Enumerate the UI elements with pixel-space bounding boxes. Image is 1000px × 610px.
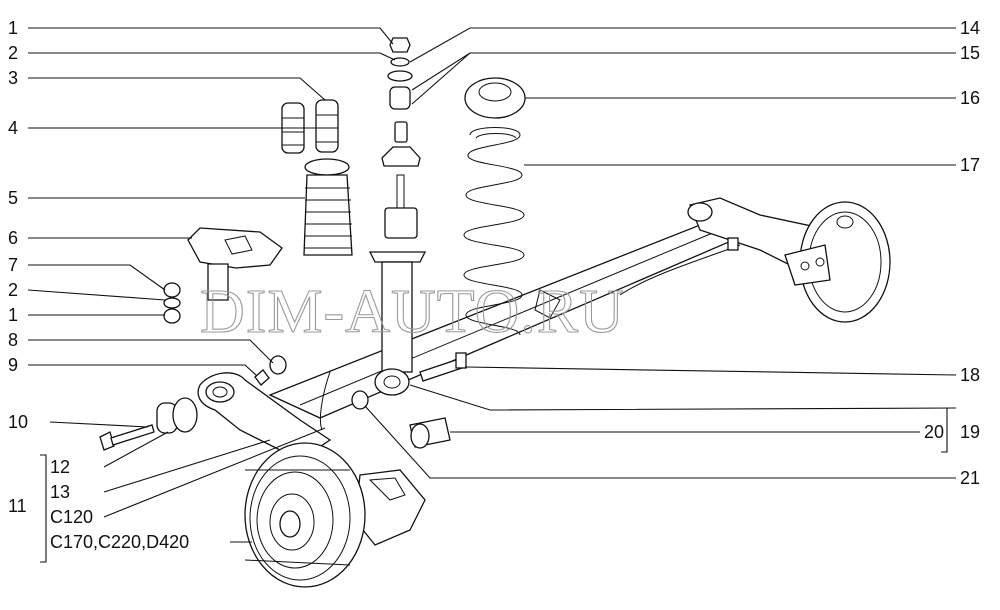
callout-9: 9: [8, 355, 18, 375]
shock-mount-bracket: [187, 227, 283, 301]
callout-16: 16: [960, 88, 980, 108]
watermark-text: DIM-AUTO.RU: [200, 278, 625, 346]
right-brake-drum: [784, 201, 891, 323]
brake-cable: [319, 237, 741, 431]
shock-absorber: [368, 174, 427, 396]
coil-spring: [463, 127, 525, 336]
callout-12: 12: [50, 457, 70, 477]
left-brake-drum: [244, 442, 366, 588]
spring-seat: [464, 77, 526, 119]
callout-8: 8: [8, 330, 18, 350]
left-trailing-arm: [197, 372, 332, 461]
callout-15: 15: [960, 43, 980, 63]
callout-14: 14: [960, 18, 980, 38]
callout-5: 5: [8, 188, 18, 208]
model-label-c170-c220-d420: C170,C220,D420: [50, 532, 189, 552]
callout-2-bottom: 2: [8, 280, 18, 300]
callout-4: 4: [8, 118, 18, 138]
callout-1-bottom: 1: [8, 305, 18, 325]
callout-13: 13: [50, 482, 70, 502]
callout-3: 3: [8, 68, 18, 88]
leader-lines: [27, 27, 957, 563]
callout-2-top: 2: [8, 43, 18, 63]
callout-20: 20: [924, 422, 944, 442]
callout-21: 21: [960, 468, 980, 488]
model-label-c120: C120: [50, 507, 93, 527]
callout-10: 10: [8, 412, 28, 432]
left-hub-bracket: [354, 469, 426, 546]
upper-mount-parts: [381, 37, 421, 167]
callout-18: 18: [960, 365, 980, 385]
callout-1-top: 1: [8, 18, 18, 38]
callout-7: 7: [8, 255, 18, 275]
callout-19: 19: [960, 422, 980, 442]
bolts-and-bushings: [99, 282, 467, 451]
callout-6: 6: [8, 228, 18, 248]
callout-17: 17: [960, 155, 980, 175]
bump-stops-pair: [281, 99, 339, 154]
callout-labels: 1 2 3 4 5 6 7 2 1 8 9 10 12 13 11 C120 C…: [8, 18, 980, 552]
protective-boot: [303, 158, 353, 256]
callout-11: 11: [8, 496, 27, 516]
